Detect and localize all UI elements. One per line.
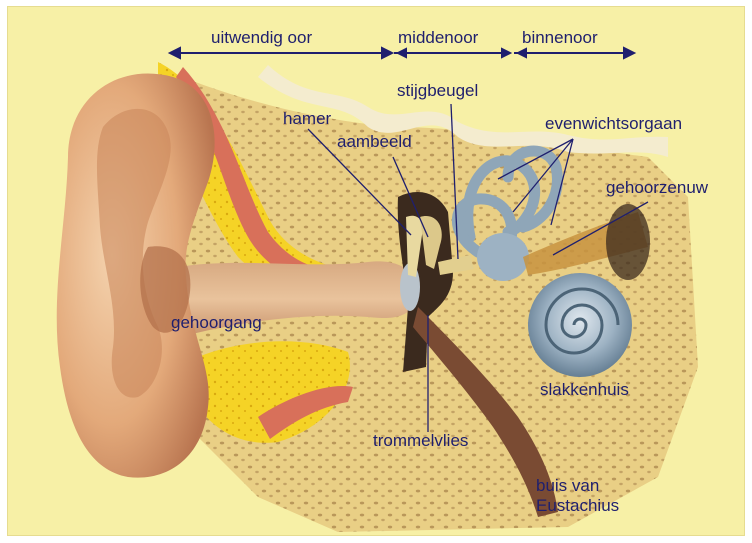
label-evenwichtsorgaan: evenwichtsorgaan xyxy=(545,115,682,133)
section-inner-ear: binnenoor xyxy=(522,29,598,47)
label-trommelvlies: trommelvlies xyxy=(373,432,468,450)
label-aambeeld: aambeeld xyxy=(337,133,412,151)
vestibule xyxy=(477,233,529,281)
section-middle-ear: middenoor xyxy=(398,29,478,47)
internal-canal xyxy=(606,204,650,280)
label-stijgbeugel: stijgbeugel xyxy=(397,82,478,100)
label-slakkenhuis: slakkenhuis xyxy=(540,381,629,399)
section-arrows xyxy=(170,48,634,58)
section-outer-ear: uitwendig oor xyxy=(211,29,312,47)
label-buis-van: buis van xyxy=(536,477,599,495)
label-gehoorzenuw: gehoorzenuw xyxy=(606,179,708,197)
diagram-frame: uitwendig oor middenoor binnenoor hamer … xyxy=(7,6,745,536)
label-hamer: hamer xyxy=(283,110,331,128)
ear-illustration xyxy=(8,7,745,536)
label-gehoorgang: gehoorgang xyxy=(171,314,262,332)
label-eustachius: Eustachius xyxy=(536,497,619,515)
